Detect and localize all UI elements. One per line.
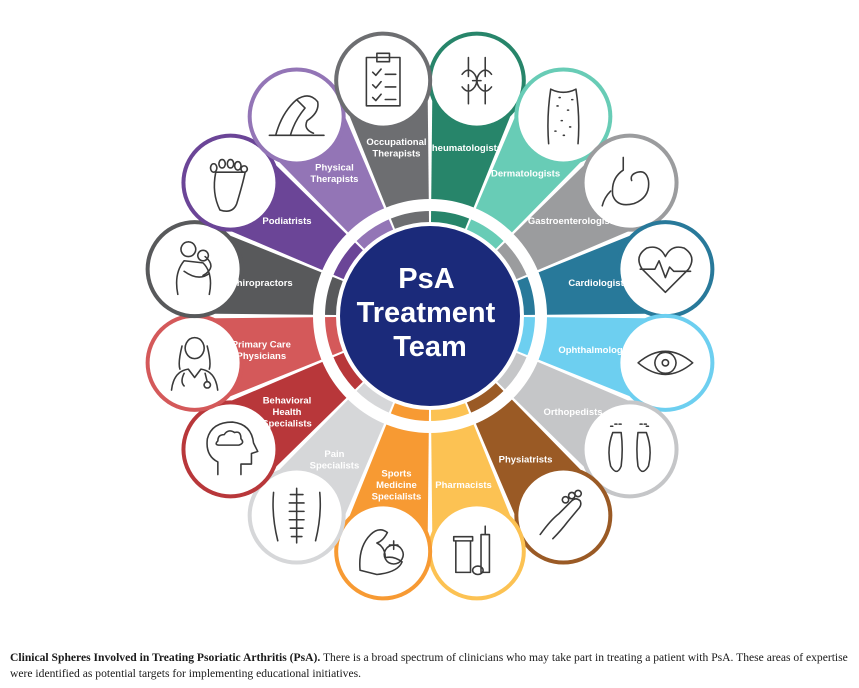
knee-joint-icon	[461, 56, 493, 105]
ophthalmologists-label: Ophthalmologists	[558, 345, 639, 356]
occupational-therapists-label-line: Occupational	[366, 137, 426, 148]
rheumatologists-label-line: Rheumatologists	[425, 143, 502, 154]
doctor-icon	[170, 336, 219, 391]
ophthalmologists-label-line: Ophthalmologists	[558, 345, 639, 356]
physical-therapists-label-line: Therapists	[310, 174, 358, 185]
leg-stretch-icon	[268, 95, 325, 137]
gastroenterologists-label: Gastroenterologists	[528, 216, 618, 227]
primary-care-physicians-icon-circle	[149, 317, 240, 408]
behavioral-health-specialists-label-line: Behavioral	[263, 396, 312, 407]
behavioral-health-specialists-icon-circle	[185, 404, 276, 495]
central-hub: PsA Treatment Team	[313, 199, 547, 433]
medication-icon	[452, 525, 491, 576]
behavioral-health-specialists-label-line: Health	[272, 407, 301, 418]
center-title-line-3: Team	[393, 331, 467, 363]
orthopedists-icon-circle	[584, 404, 675, 495]
sports-medicine-specialists-label-line: Medicine	[376, 480, 417, 491]
clipboard-icon	[365, 52, 401, 107]
pain-specialists-label-line: Pain	[324, 449, 344, 460]
eye-icon	[637, 350, 694, 376]
chiropractors-icon-circle	[149, 224, 240, 315]
sports-medicine-specialists-label-line: Sports	[381, 469, 411, 480]
center-circle	[336, 222, 524, 410]
physical-therapists-label-line: Physical	[315, 163, 354, 174]
heart-icon	[638, 246, 693, 294]
podiatrists-label: Podiatrists	[262, 216, 311, 227]
center-title-line-2: Treatment	[357, 297, 496, 329]
spine-icon	[272, 487, 322, 544]
pharmacists-label-line: Pharmacists	[435, 480, 492, 491]
gastroenterologists-icon-circle	[584, 137, 675, 228]
pain-specialists-label-line: Specialists	[310, 460, 360, 471]
chiropractic-icon	[175, 241, 212, 296]
caption-text: There is a broad spectrum of clinicians …	[10, 651, 848, 680]
cardiologists-label-line: Cardiologists	[568, 278, 629, 289]
cardiologists-label: Cardiologists	[568, 278, 629, 289]
hand-icon	[539, 489, 582, 540]
center-title-line-1: PsA	[398, 263, 454, 295]
rheumatologists-label: Rheumatologists	[425, 143, 502, 154]
sports-medicine-specialists-label-line: Specialists	[372, 492, 422, 503]
sports-medicine-specialists-icon-circle	[338, 506, 429, 597]
occupational-therapists-label-line: Therapists	[372, 149, 420, 160]
orthopedists-label: Orthopedists	[543, 407, 602, 418]
occupational-therapists-icon-circle	[338, 35, 429, 126]
primary-care-physicians-label-line: Primary Care	[232, 339, 291, 350]
gastroenterologists-label-line: Gastroenterologists	[528, 216, 618, 227]
behavioral-health-specialists-label-line: Specialists	[262, 419, 312, 430]
ophthalmologists-icon-circle	[620, 317, 711, 408]
physiatrists-label-line: Physiatrists	[499, 455, 553, 466]
chiropractors-label-line: Chiropractors	[230, 278, 293, 289]
podiatrists-label-line: Podiatrists	[262, 216, 311, 227]
dermatologists-label: Dermatologists	[491, 168, 560, 179]
feet-icon	[608, 423, 651, 473]
center-title: PsA Treatment Team	[357, 263, 504, 363]
chiropractors-label: Chiropractors	[230, 278, 293, 289]
dermatologists-icon-circle	[518, 71, 609, 162]
head-cloud-icon	[206, 421, 259, 476]
orthopedists-label-line: Orthopedists	[543, 407, 602, 418]
dermatologists-label-line: Dermatologists	[491, 168, 560, 179]
podiatrists-icon-circle	[185, 137, 276, 228]
psa-treatment-team-diagram: RheumatologistsDermatologistsGastroenter…	[145, 31, 715, 601]
pharmacists-icon-circle	[431, 506, 522, 597]
primary-care-physicians-label-line: Physicians	[236, 351, 286, 362]
skin-rash-body-icon	[547, 88, 580, 145]
physiatrists-label: Physiatrists	[499, 455, 553, 466]
cardiologists-icon-circle	[620, 224, 711, 315]
caption-title: Clinical Spheres Involved in Treating Ps…	[10, 651, 321, 664]
physiatrists-icon-circle	[518, 470, 609, 561]
figure-caption: Clinical Spheres Involved in Treating Ps…	[10, 650, 850, 682]
stomach-icon	[601, 156, 650, 207]
flexed-arm-icon	[358, 529, 404, 576]
foot-icon	[209, 158, 249, 212]
segment-cardiologists: Cardiologists	[430, 220, 715, 319]
pharmacists-label: Pharmacists	[435, 480, 492, 491]
white-ring	[313, 199, 547, 433]
physical-therapists-icon-circle	[251, 71, 342, 162]
